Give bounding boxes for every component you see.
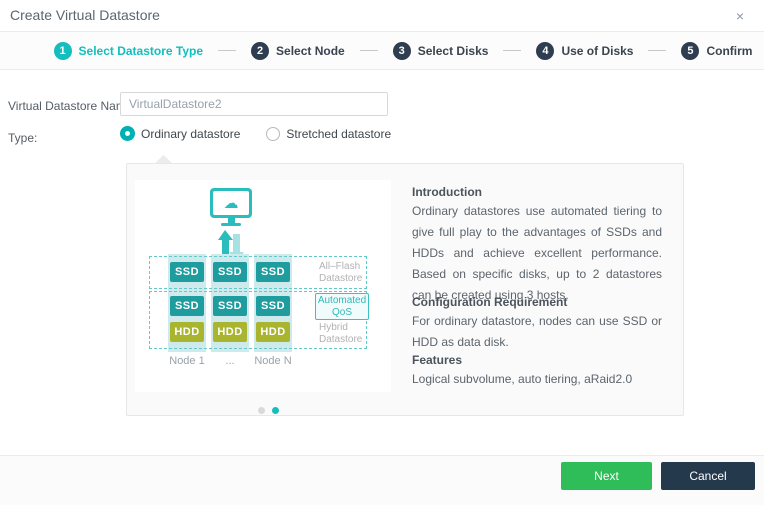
hybrid-datastore-label: Hybrid Datastore [319, 322, 363, 345]
ssd-chip: SSD [170, 262, 204, 282]
step-number-badge: 1 [53, 41, 72, 60]
step-separator [503, 50, 522, 51]
step-label: Confirm [706, 43, 753, 58]
step-confirm[interactable]: 5 Confirm [681, 41, 753, 60]
radio-selected-icon [120, 126, 135, 141]
ssd-chip: SSD [256, 296, 290, 316]
ssd-chip: SSD [256, 262, 290, 282]
datastore-type-info-card: ☁ SSD SSD SSD SSD SSD SSD HDD HDD HDD [126, 163, 684, 416]
type-label: Type: [8, 131, 38, 145]
configuration-requirement-body: For ordinary datastore, nodes can use SS… [412, 314, 662, 349]
radio-stretched-datastore[interactable]: Stretched datastore [266, 126, 392, 141]
radio-unselected-icon [266, 126, 281, 141]
step-number-badge: 5 [681, 41, 700, 60]
radio-label: Stretched datastore [286, 126, 392, 141]
step-number-badge: 2 [251, 41, 270, 60]
step-separator [648, 50, 667, 51]
hdd-chip: HDD [213, 322, 247, 342]
ssd-chip: SSD [213, 296, 247, 316]
header-divider [0, 31, 764, 32]
step-wizard: 1 Select Datastore Type 2 Select Node 3 … [0, 32, 764, 70]
step-label: Select Node [276, 43, 345, 58]
step-select-node[interactable]: 2 Select Node [251, 41, 345, 60]
ssd-chip: SSD [213, 262, 247, 282]
step-select-datastore-type[interactable]: 1 Select Datastore Type [53, 41, 204, 60]
datastore-diagram: ☁ SSD SSD SSD SSD SSD SSD HDD HDD HDD [135, 180, 391, 392]
carousel-dot-2[interactable] [272, 407, 279, 414]
step-number-badge: 3 [392, 41, 411, 60]
step-number-badge: 4 [536, 41, 555, 60]
radio-ordinary-datastore[interactable]: Ordinary datastore [120, 126, 240, 141]
carousel-dot-1[interactable] [258, 407, 265, 414]
ssd-chip: SSD [170, 296, 204, 316]
step-label: Select Disks [417, 43, 489, 58]
datastore-name-label: Virtual Datastore Name: [8, 99, 136, 113]
close-icon[interactable]: × [735, 8, 745, 24]
node-ellipsis-label: ... [225, 355, 235, 367]
hybrid-tier-box [149, 291, 367, 349]
step-use-of-disks[interactable]: 4 Use of Disks [536, 41, 634, 60]
features-heading: Features [412, 353, 463, 367]
datastore-name-input[interactable] [120, 92, 388, 116]
step-label: Select Datastore Type [78, 43, 204, 58]
configuration-requirement-heading: Configuration Requirement [412, 295, 568, 309]
step-label: Use of Disks [561, 43, 634, 58]
hdd-chip: HDD [256, 322, 290, 342]
cancel-button[interactable]: Cancel [661, 462, 755, 490]
all-flash-tier-box [149, 256, 367, 289]
step-separator [359, 50, 378, 51]
dialog-title: Create Virtual Datastore [10, 7, 160, 23]
node-n-label: Node N [254, 355, 292, 367]
footer-divider [0, 455, 764, 456]
datastore-type-radio-group: Ordinary datastore Stretched datastore [120, 126, 391, 141]
automated-qos-badge: Automated QoS [315, 293, 369, 320]
node-1-label: Node 1 [169, 355, 205, 367]
datastore-type-description: Introduction Ordinary datastores use aut… [412, 164, 666, 415]
hdd-chip: HDD [170, 322, 204, 342]
features-body: Logical subvolume, auto tiering, aRaid2.… [412, 372, 633, 386]
step-separator [218, 50, 237, 51]
cloud-monitor-icon: ☁ [209, 188, 253, 226]
step-select-disks[interactable]: 3 Select Disks [392, 41, 489, 60]
carousel-pagination [258, 407, 279, 414]
introduction-body: Ordinary datastores use automated tierin… [412, 204, 662, 302]
radio-label: Ordinary datastore [141, 126, 241, 141]
all-flash-datastore-label: All–Flash Datastore [319, 261, 363, 284]
next-button[interactable]: Next [561, 462, 652, 490]
introduction-heading: Introduction [412, 185, 482, 199]
